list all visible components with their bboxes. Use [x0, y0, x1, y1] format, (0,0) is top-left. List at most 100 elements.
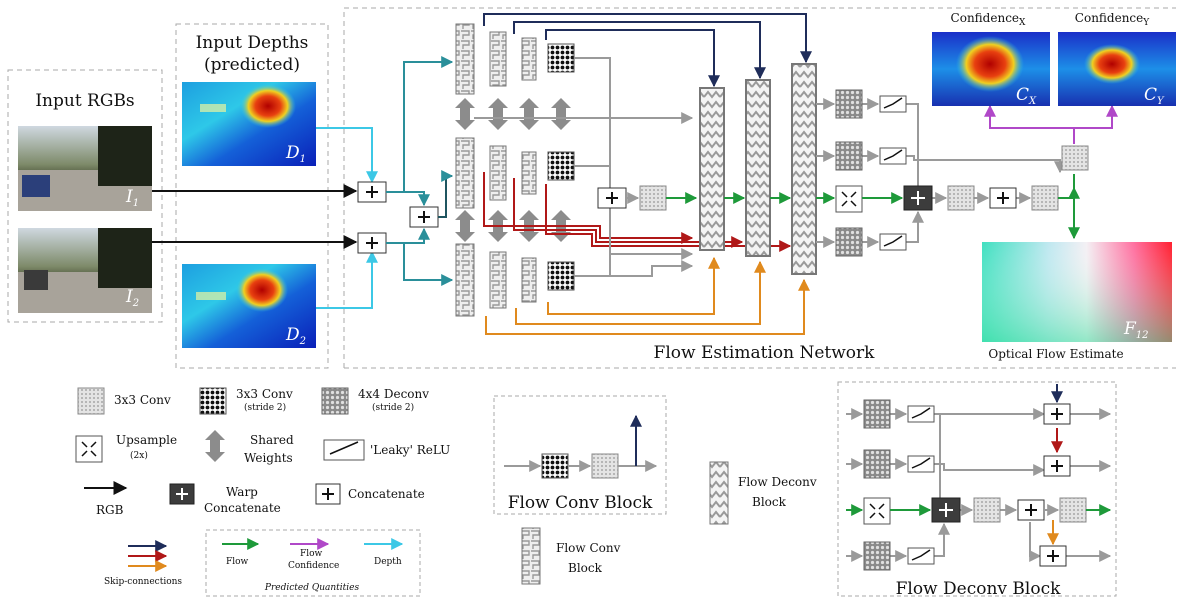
- encoder-mid-row: [455, 137, 575, 209]
- leaky-relu-2: [879, 147, 907, 165]
- gray-encoder-lines: [474, 57, 694, 277]
- depth-arrow-2: [316, 250, 378, 309]
- legend-conv3s-swatch: [199, 387, 227, 415]
- mid-conv: [639, 185, 667, 211]
- input-rgbs-frame: [7, 69, 163, 323]
- flow-deconv-block-frame: [837, 381, 1117, 597]
- head-deconv-1: [835, 89, 863, 119]
- legend-flow: Flow: [226, 557, 249, 567]
- legend-flowconf-2: Confidence: [288, 561, 339, 571]
- legend-upsample-swatch: [75, 435, 103, 463]
- fdb-lines: [846, 408, 1112, 562]
- rgb-image-2: [18, 228, 152, 313]
- flow-conv-block-title: Flow Conv Block: [508, 493, 653, 513]
- mid-concat: [597, 187, 627, 209]
- teal-to-mid-concat-b: [386, 227, 430, 244]
- predicted-frame: [205, 529, 421, 597]
- head-deconv-2: [835, 141, 863, 171]
- d1-label: D1: [285, 143, 306, 165]
- flow-deconv-block-title: Flow Deconv Block: [896, 579, 1062, 599]
- fdb-concat-top: [1043, 403, 1071, 425]
- legend-flowconf-1: Flow: [300, 549, 323, 559]
- deconv-block-1: [699, 87, 725, 251]
- flow-conv-block-frame: [493, 395, 667, 515]
- legend-deconv-block-swatch: [709, 461, 729, 525]
- encoder-bottom-row: [455, 243, 575, 317]
- fdb-conv-1: [973, 497, 1001, 523]
- cx-label: CX: [1016, 85, 1037, 107]
- confidence-y-image: [1058, 32, 1176, 106]
- output-conv: [1061, 145, 1089, 171]
- fdb-upsample: [863, 497, 891, 525]
- fcb-conv-stride: [541, 453, 569, 479]
- legend-conv3s-note: (stride 2): [244, 402, 286, 413]
- legend-conv3-swatch: [77, 387, 105, 415]
- legend-rgb: RGB: [96, 503, 124, 517]
- legend-shared-swatch: [205, 430, 225, 462]
- legend-upsample-note: (2x): [130, 450, 148, 461]
- legend-warp-2: Concatenate: [204, 501, 281, 515]
- legend-conv-block-swatch: [521, 527, 541, 585]
- fdb-relu-3: [907, 547, 935, 565]
- concat-box-3: [409, 206, 439, 228]
- legend-predicted: Predicted Quantities: [264, 583, 360, 593]
- fdb-relu-1: [907, 405, 935, 423]
- teal-to-mid: [438, 170, 454, 218]
- i1-label: I1: [125, 187, 139, 209]
- deconv-block-3: [791, 63, 817, 275]
- shared-weights-row-1: [455, 98, 571, 130]
- legend-deconv-block-1: Flow Deconv: [738, 475, 817, 489]
- fdb-relu-2: [907, 455, 935, 473]
- orange-skips: [485, 256, 810, 335]
- legend-warp-1: Warp: [226, 485, 258, 499]
- teal-to-mid-concat-a: [386, 191, 430, 207]
- teal-to-bottom: [386, 242, 454, 286]
- leaky-relu-1: [879, 95, 907, 113]
- conf-x-title: ConfidenceX: [951, 11, 1026, 28]
- depth-image-2: [182, 264, 316, 348]
- cy-label: CY: [1144, 85, 1165, 107]
- legend-depth: Depth: [374, 557, 402, 567]
- legend-conv3s: 3x3 Conv: [236, 387, 293, 401]
- legend-conv-block-2: Block: [568, 561, 603, 575]
- teal-to-top: [386, 56, 454, 193]
- flow-symbol: F12: [1123, 319, 1149, 341]
- head-deconv-3: [835, 227, 863, 257]
- legend-shared-2: Weights: [244, 451, 293, 465]
- legend-skip: Skip-connections: [104, 577, 182, 587]
- head-lines: [816, 98, 1066, 248]
- legend-concat-swatch: [315, 483, 341, 505]
- legend-deconv4-note: (stride 2): [372, 402, 414, 413]
- flow-label: Optical Flow Estimate: [988, 347, 1123, 361]
- upsample-box: [835, 185, 863, 213]
- post-warp-conv: [947, 185, 975, 211]
- purple-to-conf: [989, 112, 1113, 144]
- final-concat: [989, 187, 1017, 209]
- depth-image-1: [182, 82, 316, 166]
- i2-label: I2: [125, 287, 139, 309]
- legend-conv-block-1: Flow Conv: [556, 541, 621, 555]
- concat-box-2: [357, 232, 387, 254]
- fdb-concat-second: [1043, 455, 1071, 477]
- legend-deconv4: 4x4 Deconv: [358, 387, 429, 401]
- legend-deconv-block-2: Block: [752, 495, 787, 509]
- green-to-out-conv: [1058, 186, 1080, 199]
- rgb-image-1: [18, 126, 152, 211]
- legend-leaky: 'Leaky' ReLU: [370, 443, 450, 457]
- concat-box-1: [357, 181, 387, 203]
- rgb-title: Input RGBs: [35, 91, 134, 111]
- depth-arrow-1: [316, 127, 378, 184]
- legend-upsample: Upsample: [116, 433, 177, 447]
- red-skips: [483, 172, 792, 252]
- input-depths-frame: [175, 23, 329, 369]
- fdb-deconv-2: [863, 449, 891, 479]
- fcb-conv: [591, 453, 619, 479]
- fdb-conv-2: [1059, 497, 1087, 523]
- fdb-concat-bottom: [1039, 545, 1067, 567]
- network-title: Flow Estimation Network: [654, 343, 876, 363]
- depth-title-1: Input Depths: [196, 33, 309, 53]
- legend-concat: Concatenate: [348, 487, 425, 501]
- legend-deconv4-swatch: [321, 387, 349, 415]
- conf-y-title: ConfidenceY: [1075, 11, 1150, 28]
